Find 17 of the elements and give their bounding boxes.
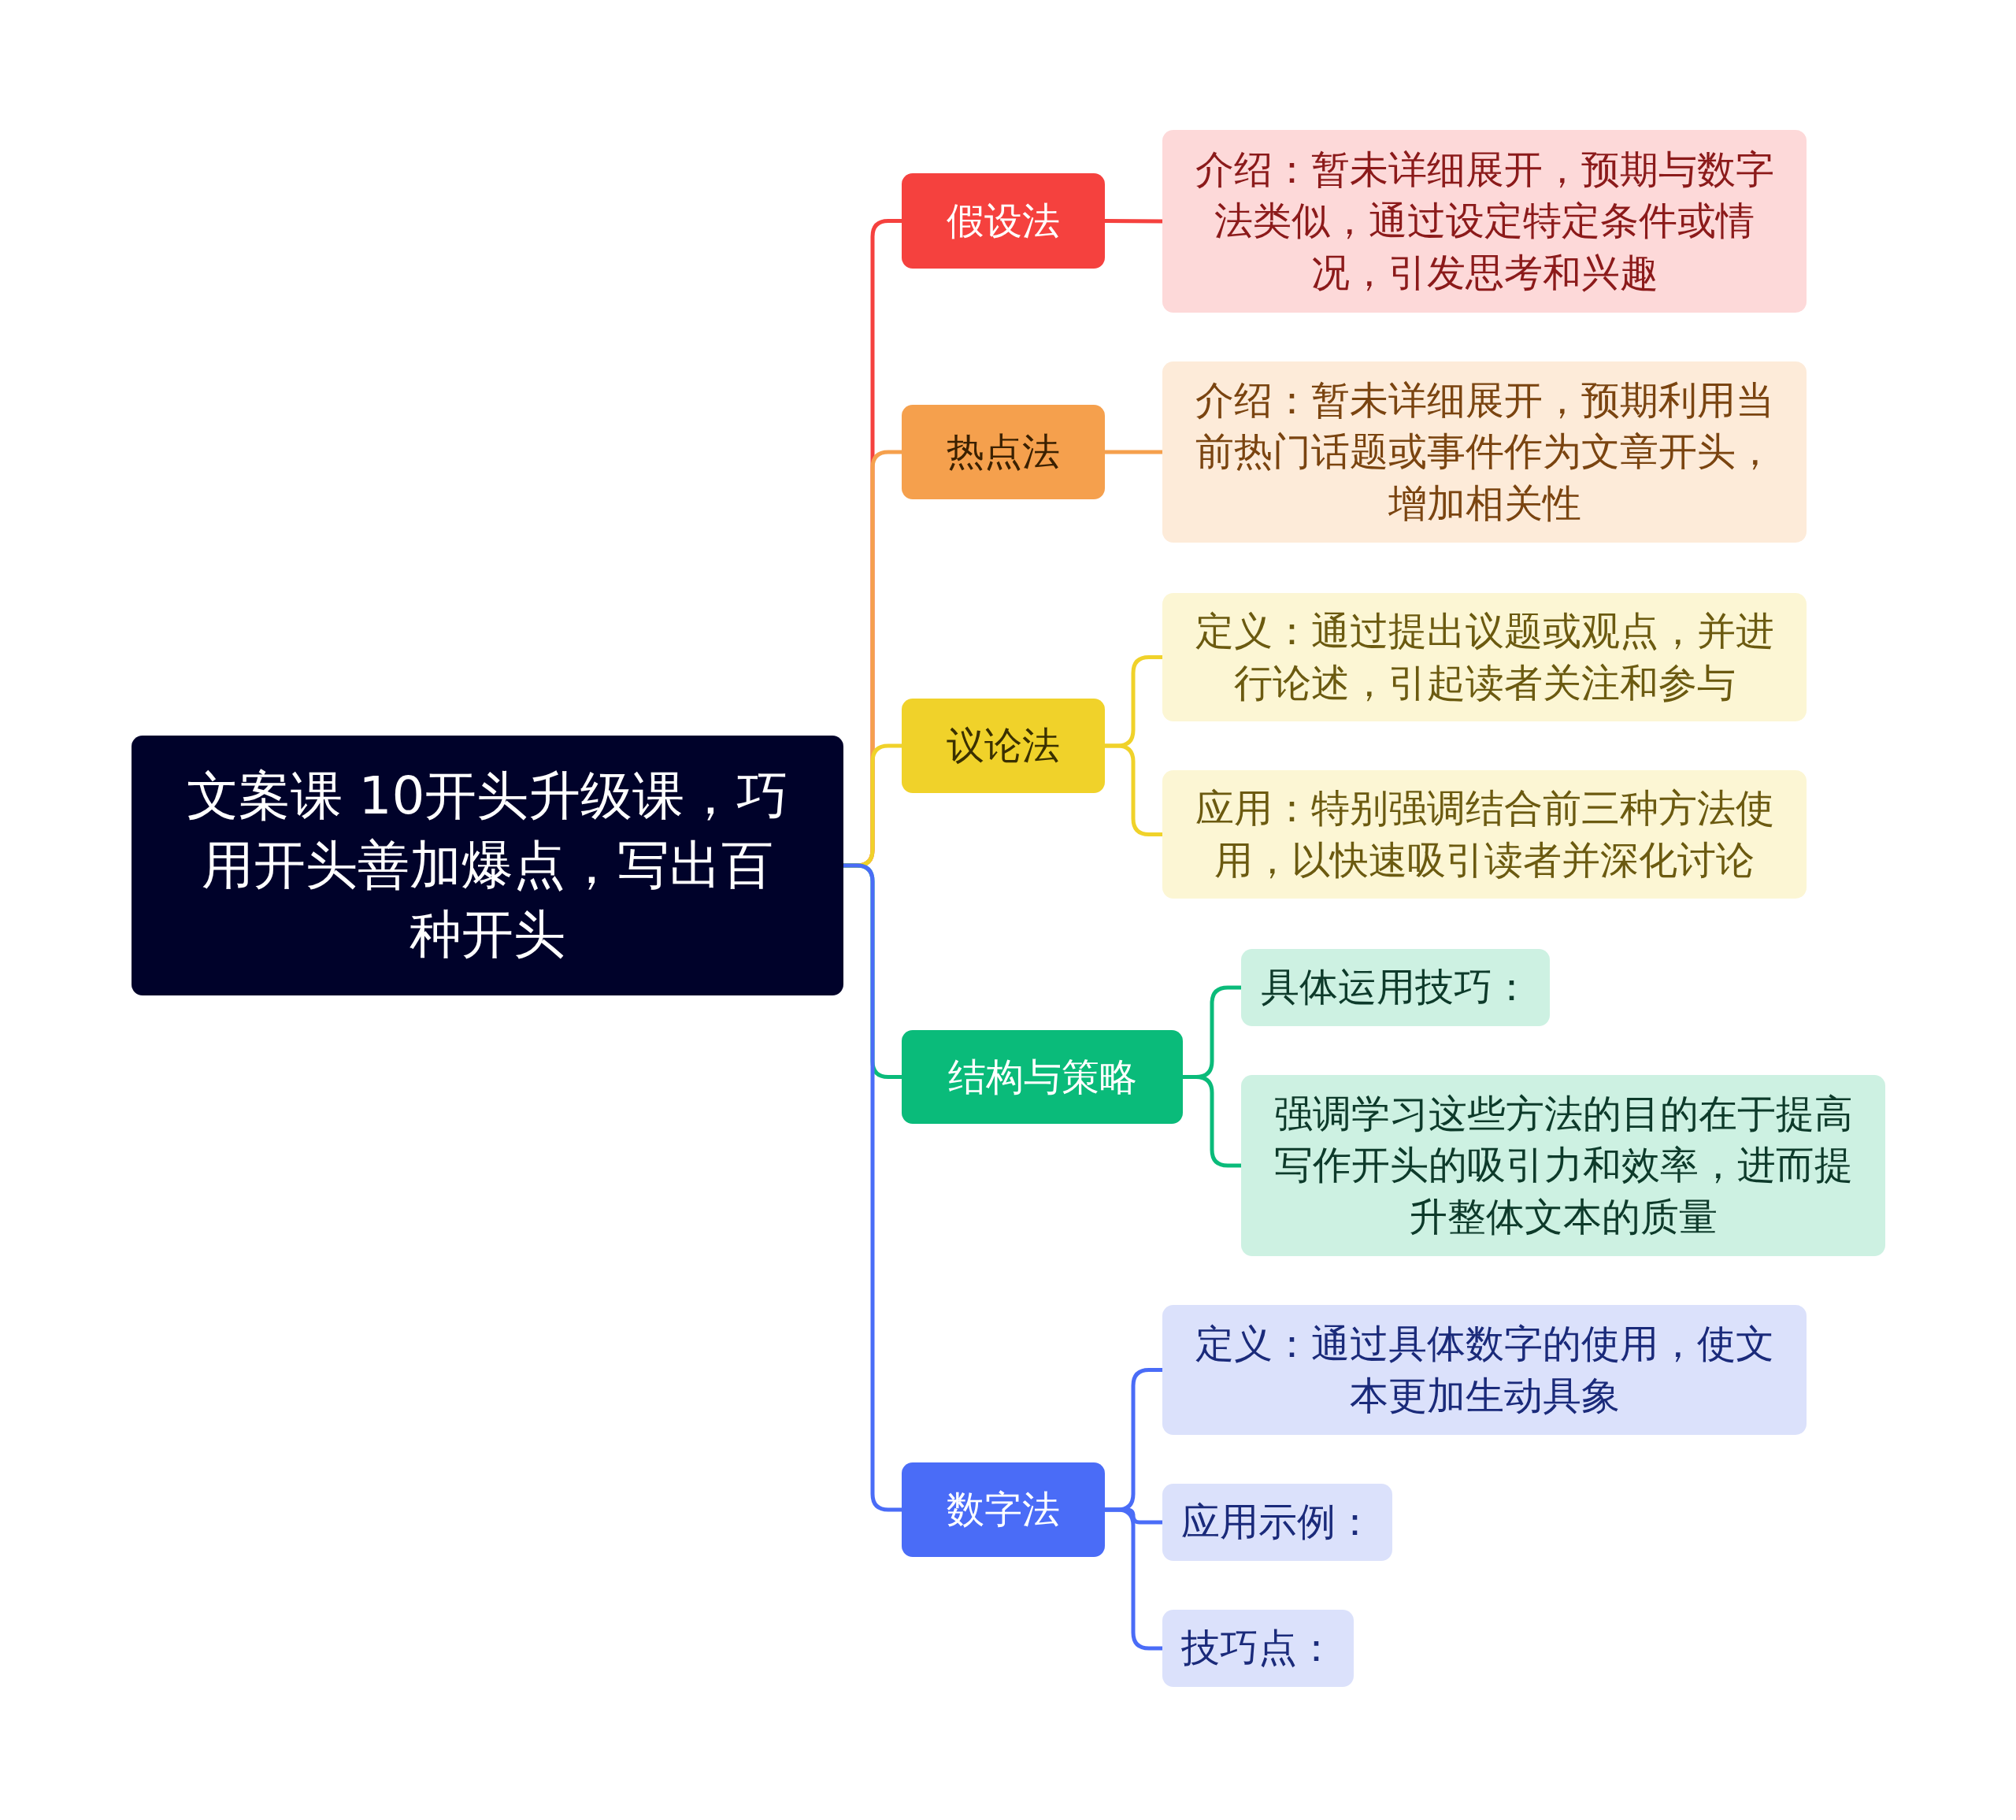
branch-box: 热点法 (902, 405, 1105, 499)
detail-box: 具体运用技巧： (1241, 949, 1550, 1026)
branch-box: 结构与策略 (902, 1030, 1183, 1124)
connector-line (1105, 450, 1162, 454)
detail-box: 介绍：暂未详细展开，预期与数字法类似，通过设定特定条件或情况，引发思考和兴趣 (1162, 130, 1807, 313)
branch-box: 数字法 (902, 1462, 1105, 1557)
detail-box: 强调学习这些方法的目的在于提高写作开头的吸引力和效率，进而提升整体文本的质量 (1241, 1075, 1885, 1256)
detail-box: 定义：通过具体数字的使用，使文本更加生动具象 (1162, 1305, 1807, 1435)
connector-line (1105, 219, 1162, 224)
detail-box: 技巧点： (1162, 1610, 1354, 1687)
detail-box: 应用：特别强调结合前三种方法使用，以快速吸引读者并深化讨论 (1162, 770, 1807, 899)
root-topic-box: 文案课 10开头升级课，巧用开头善加爆点，写出百种开头 (132, 736, 843, 995)
detail-box: 介绍：暂未详细展开，预期利用当前热门话题或事件作为文章开头，增加相关性 (1162, 361, 1807, 543)
branch-box: 议论法 (902, 699, 1105, 793)
detail-box: 定义：通过提出议题或观点，并进行论述，引起读者关注和参与 (1162, 593, 1807, 721)
detail-box: 应用示例： (1162, 1484, 1392, 1561)
branch-box: 假设法 (902, 173, 1105, 269)
